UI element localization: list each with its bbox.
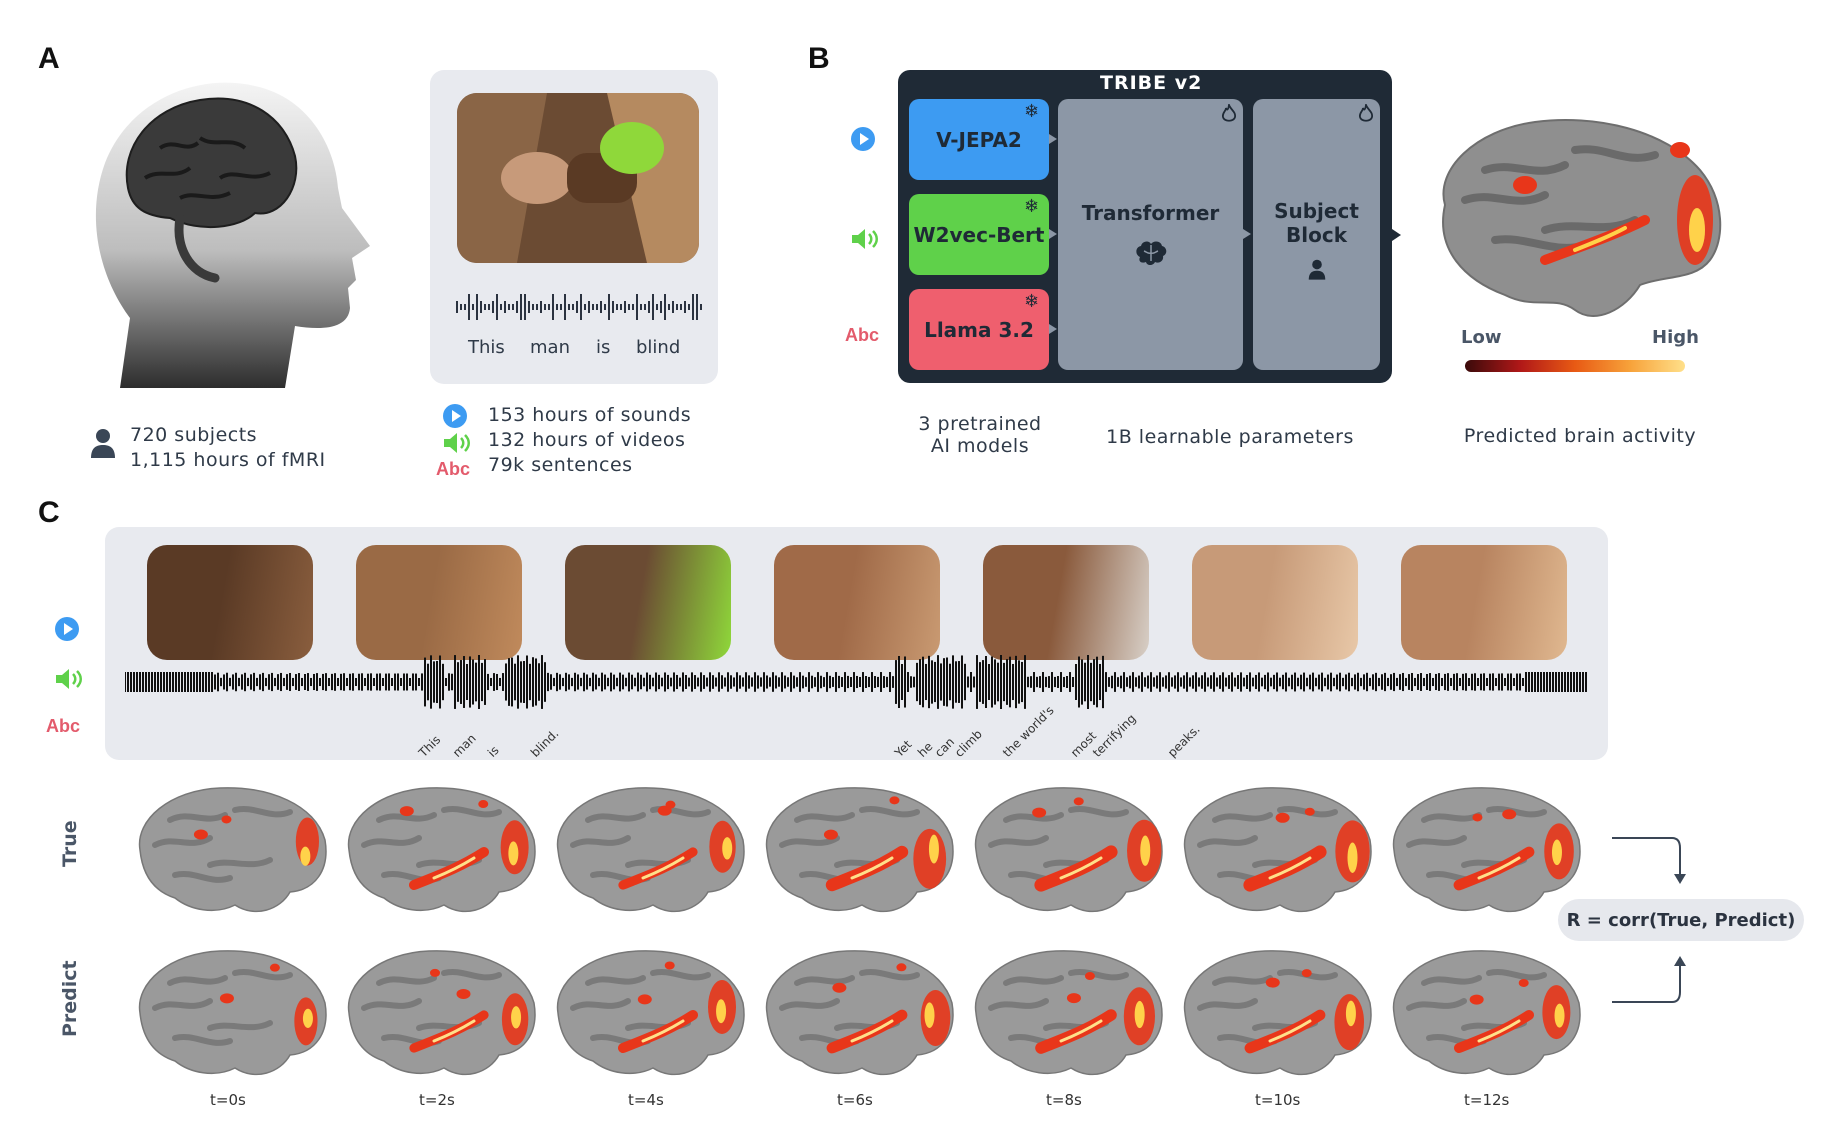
brain-map bbox=[1392, 950, 1581, 1076]
time-label: t=2s bbox=[419, 1091, 455, 1109]
row-label-predict: Predict bbox=[59, 960, 81, 1037]
audio-waveform bbox=[125, 655, 1587, 709]
model-llama: Llama 3.2 bbox=[909, 289, 1049, 370]
brain-map bbox=[556, 950, 745, 1076]
transcript-word: This bbox=[468, 337, 505, 358]
caption-pretrained-line1: 3 pretrained bbox=[918, 413, 1042, 435]
video-frame bbox=[774, 545, 940, 660]
video-frame bbox=[565, 545, 731, 660]
transcript-word: blind bbox=[636, 337, 681, 358]
brain-map bbox=[765, 787, 954, 913]
caption-predicted: Predicted brain activity bbox=[1463, 425, 1697, 447]
subject-block-label-line2: Block bbox=[1286, 223, 1347, 247]
speaker-icon bbox=[852, 229, 878, 249]
arrow-icon bbox=[1049, 134, 1057, 144]
brain-map bbox=[765, 950, 954, 1076]
brain-map bbox=[974, 787, 1163, 913]
video-frame bbox=[356, 545, 522, 660]
caption-learnable: 1B learnable parameters bbox=[1106, 426, 1354, 448]
model-vjepa2: V-JEPA2 bbox=[909, 99, 1049, 180]
row-label-true: True bbox=[59, 820, 81, 867]
transformer-label: Transformer bbox=[1081, 201, 1220, 225]
brain-map bbox=[138, 787, 327, 913]
video-frame bbox=[1401, 545, 1567, 660]
tribe-title: TRIBE v2 bbox=[1100, 72, 1203, 94]
speaker-icon bbox=[444, 433, 470, 453]
sounds-hours: 153 hours of sounds bbox=[488, 404, 692, 426]
time-label: t=4s bbox=[628, 1091, 664, 1109]
video-play-icon bbox=[443, 404, 467, 428]
transformer-block: Transformer bbox=[1058, 99, 1243, 370]
snowflake-icon: ❄ bbox=[1024, 196, 1040, 217]
video-play-icon bbox=[55, 617, 79, 641]
time-label: t=0s bbox=[210, 1091, 246, 1109]
correlation-badge: R = corr(True, Predict) bbox=[1558, 899, 1804, 941]
subject-block-label-line1: Subject bbox=[1274, 199, 1359, 223]
arrow-icon bbox=[1612, 956, 1686, 1003]
sentences-count: 79k sentences bbox=[488, 454, 633, 476]
text-modality-label: Abc bbox=[436, 459, 471, 479]
video-frame bbox=[983, 545, 1149, 660]
arrow-icon bbox=[1049, 324, 1057, 334]
person-icon bbox=[1308, 259, 1325, 280]
model-label: W2vec-Bert bbox=[913, 222, 1045, 247]
brain-map bbox=[1183, 950, 1372, 1076]
snowflake-icon: ❄ bbox=[1024, 291, 1040, 312]
brain-map bbox=[1392, 787, 1581, 913]
brain-icon bbox=[1135, 241, 1166, 265]
person-icon bbox=[91, 429, 115, 458]
arrow-icon bbox=[1243, 229, 1251, 239]
arrow-icon bbox=[1392, 229, 1401, 241]
model-label: V-JEPA2 bbox=[936, 127, 1022, 152]
panel-letter-c: C bbox=[38, 496, 60, 529]
correlation-label: R = corr(True, Predict) bbox=[1566, 909, 1796, 931]
brain-map bbox=[347, 950, 536, 1076]
caption-pretrained-line2: AI models bbox=[930, 435, 1030, 457]
transcript-word: man bbox=[530, 337, 570, 358]
videos-hours: 132 hours of videos bbox=[488, 429, 686, 451]
video-play-icon bbox=[851, 127, 875, 151]
arrow-icon bbox=[1612, 837, 1686, 884]
transcript-word: is bbox=[596, 337, 611, 358]
video-frame bbox=[147, 545, 313, 660]
flame-icon bbox=[1221, 101, 1237, 128]
flame-icon bbox=[1358, 101, 1374, 128]
time-label: t=10s bbox=[1255, 1091, 1301, 1109]
head-illustration bbox=[95, 82, 370, 389]
snowflake-icon: ❄ bbox=[1024, 101, 1040, 122]
brain-map bbox=[347, 787, 536, 913]
stimulus-transcript: This man is blind bbox=[468, 337, 688, 361]
model-label: Llama 3.2 bbox=[924, 317, 1034, 342]
caption-pretrained: 3 pretrained AI models bbox=[890, 413, 1070, 457]
video-frame bbox=[1192, 545, 1358, 660]
predicted-brain bbox=[1442, 119, 1722, 317]
model-w2vec-bert: W2vec-Bert bbox=[909, 194, 1049, 275]
audio-waveform bbox=[456, 294, 702, 320]
text-modality-label: Abc bbox=[845, 325, 880, 345]
brain-map bbox=[556, 787, 745, 913]
speaker-icon bbox=[56, 669, 82, 689]
colorbar-low-label: Low bbox=[1461, 327, 1502, 348]
time-label: t=8s bbox=[1046, 1091, 1082, 1109]
colorbar-high-label: High bbox=[1652, 327, 1699, 348]
text-modality-label: Abc bbox=[46, 716, 81, 736]
time-label: t=6s bbox=[837, 1091, 873, 1109]
brain-map bbox=[974, 950, 1163, 1076]
time-label: t=12s bbox=[1464, 1091, 1510, 1109]
stimulus-video-frame bbox=[457, 93, 699, 263]
colorbar bbox=[1465, 360, 1685, 372]
subjects-count: 720 subjects bbox=[130, 424, 258, 446]
fmri-hours: 1,115 hours of fMRI bbox=[130, 449, 326, 471]
panel-letter-b: B bbox=[808, 42, 830, 75]
arrow-icon bbox=[1049, 229, 1057, 239]
subject-block: Subject Block bbox=[1253, 99, 1380, 370]
brain-map bbox=[138, 950, 327, 1076]
brain-map bbox=[1183, 787, 1372, 913]
panel-letter-a: A bbox=[38, 42, 60, 75]
